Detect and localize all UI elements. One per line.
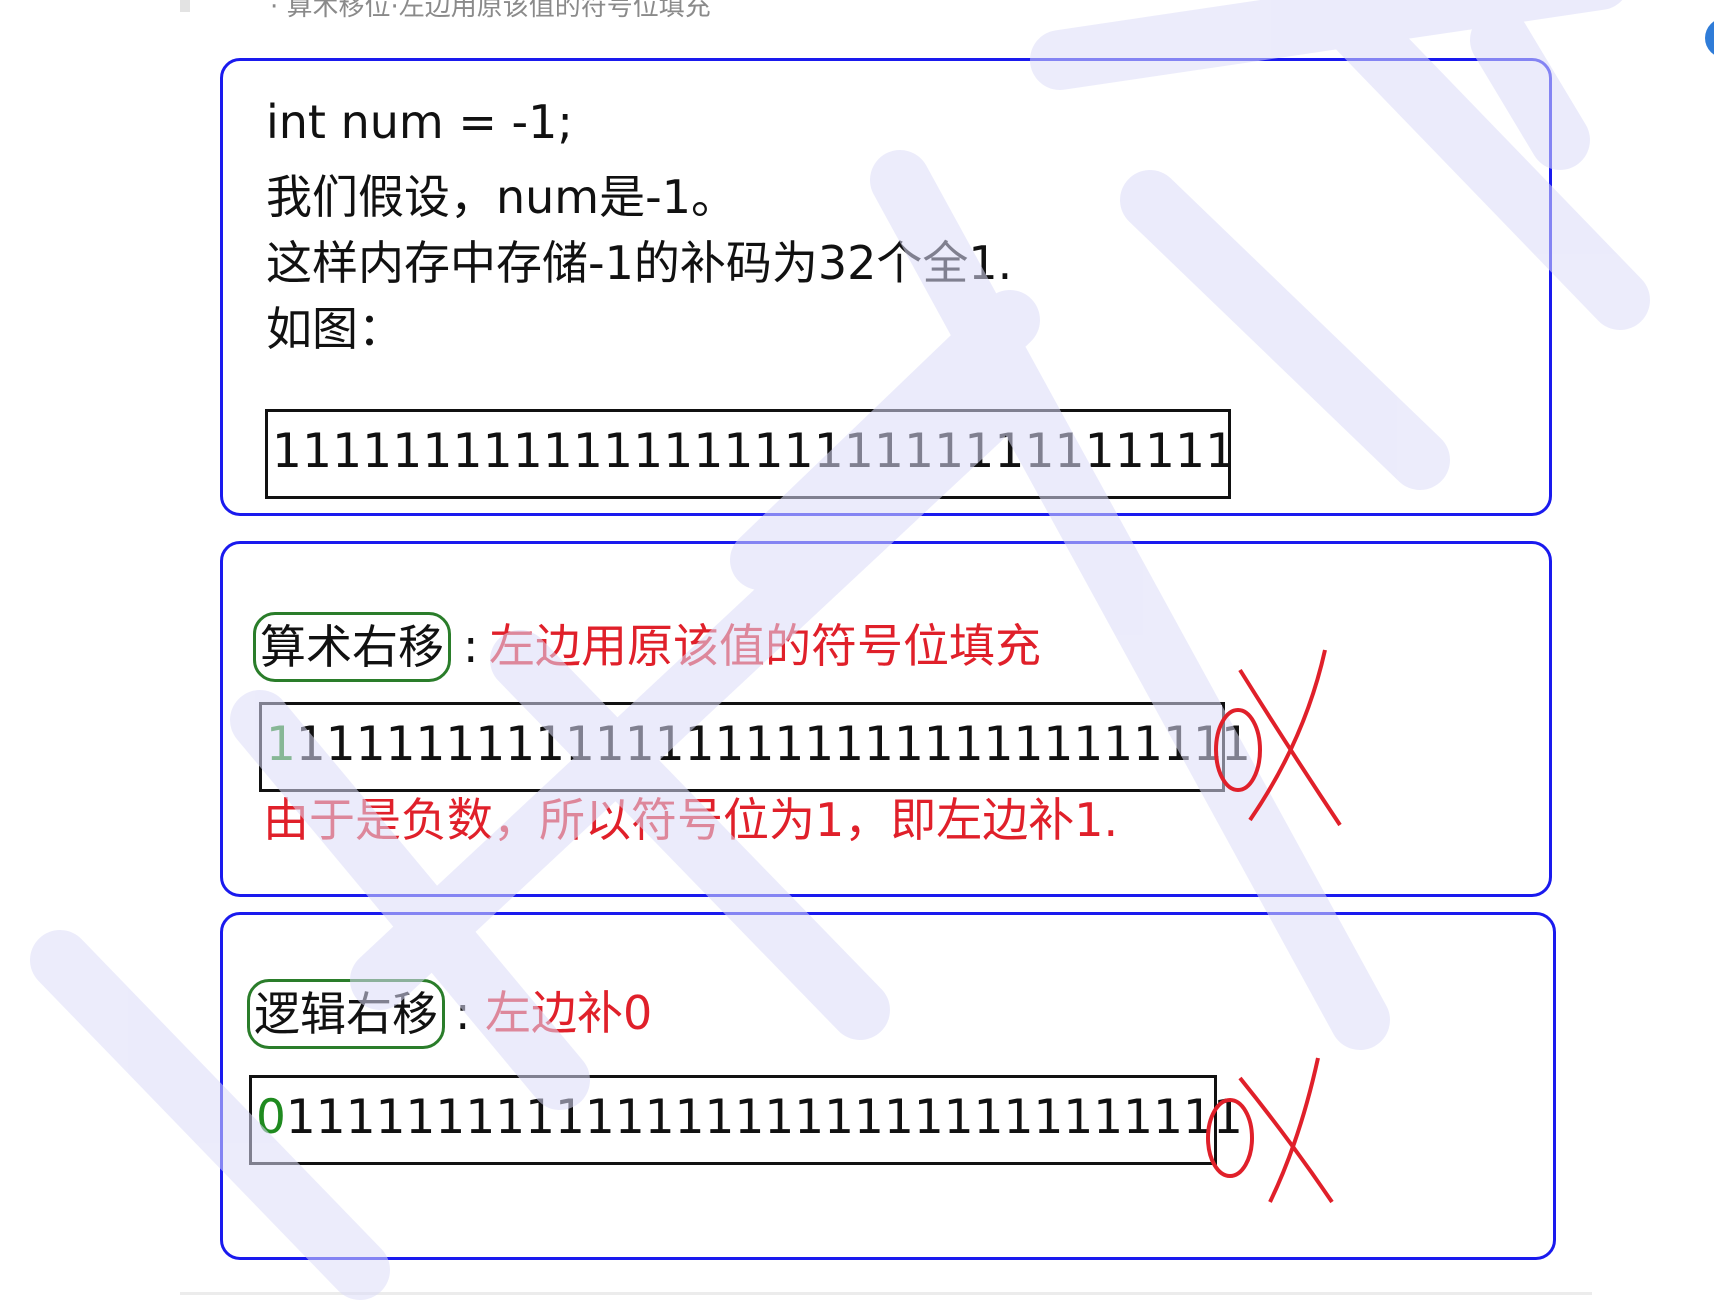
term-colon: : [455,986,471,1040]
left-accent-bar [180,0,190,12]
term-colon: : [463,619,479,673]
term-arithmetic-right-shift: 算术右移 [253,612,451,682]
panel-logical-shift: 逻辑右移 : 左边补0 0111111111111111111111111111… [220,912,1556,1260]
assumption-text: 我们假设，num是-1。 [266,170,737,224]
negative-sign-note: 由于是负数，所以符号位为1，即左边补1. [263,793,1119,847]
bottom-divider [180,1292,1592,1295]
code-declaration: int num = -1; [266,95,573,149]
term-logical-right-shift: 逻辑右移 [247,979,445,1049]
figure-label: 如图： [266,302,404,356]
fill-bit: 0 [256,1090,286,1145]
remaining-bits: 1111111111111111111111111111111 [295,717,1223,772]
bit-pattern-logical: 01111111111111111111111111111111 [249,1075,1217,1165]
discard-mark-arithmetic [1214,649,1342,827]
logical-shift-description: 左边补0 [485,986,653,1040]
discard-mark-logical [1206,1057,1334,1204]
top-caption: · 算术移位·左边用原该值的符号位填充 [270,0,711,22]
complement-text: 这样内存中存储-1的补码为32个全1. [266,236,1013,290]
sign-bit: 1 [266,717,296,772]
edge-badge [1705,18,1714,58]
bit-pattern-arithmetic: 11111111111111111111111111111111 [259,702,1225,792]
bit-pattern-original: 11111111111111111111111111111111 [265,409,1231,499]
panel-declaration: int num = -1; 我们假设，num是-1。 这样内存中存储-1的补码为… [220,58,1552,516]
remaining-bits: 1111111111111111111111111111111 [285,1090,1213,1145]
arithmetic-shift-description: 左边用原该值的符号位填充 [489,619,1041,673]
